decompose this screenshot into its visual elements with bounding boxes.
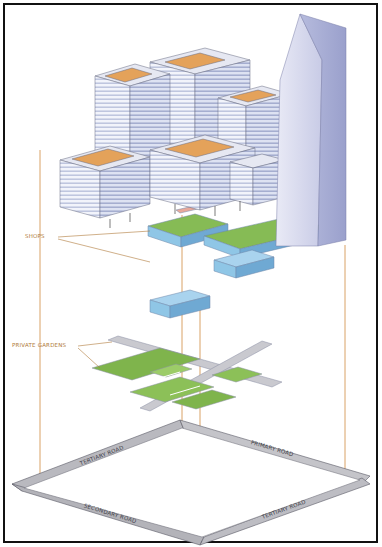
road-grid-part xyxy=(24,428,360,537)
layer-label: PRIVATE GARDENS xyxy=(12,343,66,349)
shop-layer-part xyxy=(150,300,170,318)
building-cluster xyxy=(60,48,290,228)
building-cluster-part-part xyxy=(215,206,216,216)
shop-layer-part xyxy=(214,260,236,278)
building-cluster-part-part xyxy=(130,213,131,222)
tower xyxy=(276,14,346,246)
building-cluster-part-part xyxy=(240,201,241,211)
building-cluster-part xyxy=(100,157,150,218)
building-cluster-part xyxy=(230,90,276,102)
garden-layer-part xyxy=(92,348,200,380)
leader-lines-part xyxy=(58,239,150,262)
building-cluster-part xyxy=(110,201,240,228)
garden-layer-part xyxy=(212,367,262,382)
leader-lines-part xyxy=(78,342,112,346)
shop-layer-part xyxy=(170,296,210,318)
leader-lines-part xyxy=(78,348,100,368)
garden-layer-part xyxy=(170,386,200,395)
building-cluster-part xyxy=(60,160,100,218)
alignment-lines-part xyxy=(345,245,346,480)
building-cluster-part xyxy=(230,162,253,205)
building-cluster-part xyxy=(72,149,134,166)
building-cluster-part-part xyxy=(110,219,111,228)
garden-layer-part xyxy=(172,390,236,409)
building-cluster-part xyxy=(105,68,152,82)
garden-layer-part xyxy=(160,372,180,378)
alignment-lines-part xyxy=(40,150,41,490)
frame-border xyxy=(4,4,377,542)
building-cluster-part xyxy=(150,150,200,210)
leader-lines xyxy=(58,231,150,368)
garden-layer xyxy=(92,336,282,411)
building-cluster-part xyxy=(200,148,255,210)
layer-label: SHOPS xyxy=(25,234,45,240)
tower-part xyxy=(300,14,346,246)
alignment-lines-part xyxy=(182,215,183,430)
building-cluster-part xyxy=(165,139,234,157)
shop-layer-part xyxy=(148,226,181,247)
tower-part xyxy=(276,14,322,246)
building-cluster-part-part xyxy=(175,204,176,214)
garden-layer-part xyxy=(150,364,192,377)
building-cluster-part xyxy=(165,53,225,69)
shop-layer-part xyxy=(236,257,274,278)
road-grid xyxy=(12,420,370,545)
leader-lines-part xyxy=(58,231,150,237)
